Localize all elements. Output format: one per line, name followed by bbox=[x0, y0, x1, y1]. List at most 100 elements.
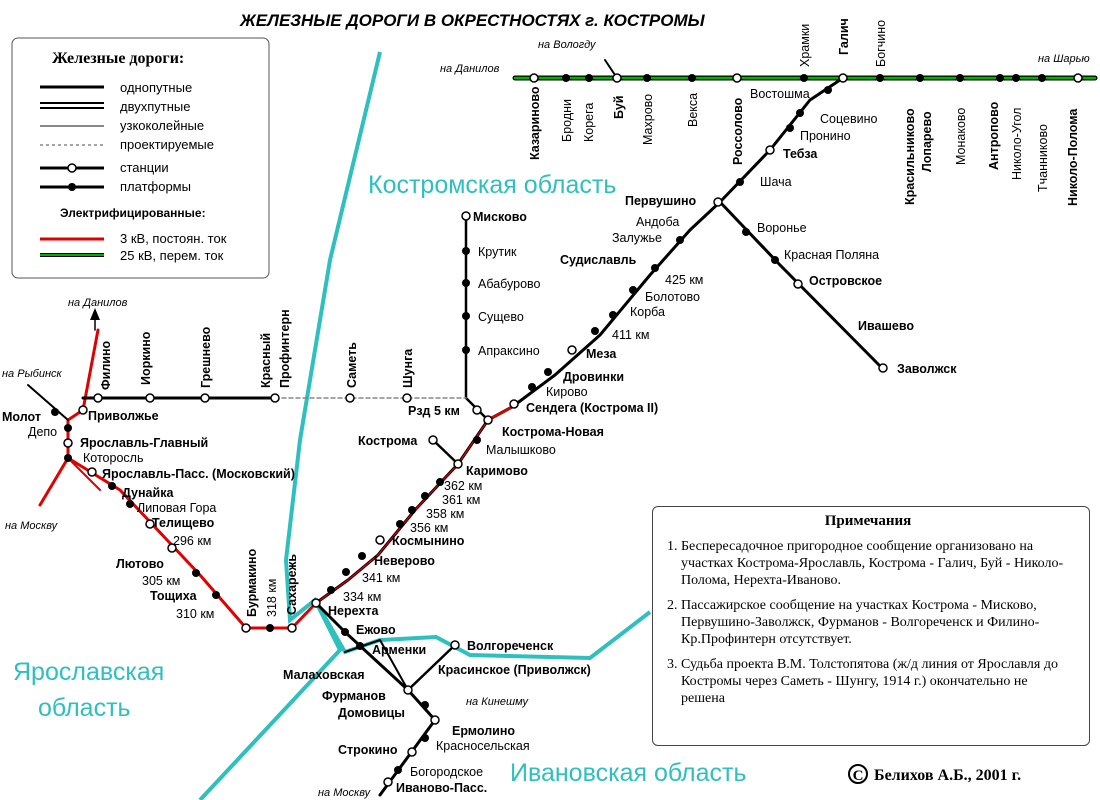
region-yaroslavl-2: область bbox=[38, 694, 131, 722]
legend-heading: Железные дороги: bbox=[52, 50, 184, 67]
station-sotsevino: Соцевино bbox=[820, 112, 877, 126]
station-zavolzhsk: Заволжск bbox=[897, 362, 957, 376]
station-krasnaya-polyana: Красная Поляна bbox=[784, 248, 879, 262]
station-monakovo: Монаково bbox=[954, 108, 968, 165]
station-volgorechensk: Волгореченск bbox=[467, 639, 554, 653]
station-341km: 341 км bbox=[362, 571, 400, 585]
station-kostroma: Кострома bbox=[358, 434, 418, 448]
legend-electrified-heading: Электрифицированные: bbox=[60, 206, 206, 220]
zavolzhsk-line-labels: Воронье Красная Поляна Островское Ивашев… bbox=[757, 221, 957, 376]
station-andoba: Андоба bbox=[636, 215, 679, 229]
station-ivashevo: Ивашево bbox=[858, 319, 914, 333]
station-310km: 310 км bbox=[176, 607, 214, 621]
station-miskovo: Мисково bbox=[473, 210, 527, 224]
note-item: Судьба проекта В.М. Толстопятова (ж/д ли… bbox=[681, 656, 1075, 707]
region-kostroma: Костромская область bbox=[368, 171, 616, 199]
station-356km: 356 км bbox=[410, 521, 448, 535]
north-station-labels: Казариново Бродни Корега Буй Махрово Век… bbox=[528, 18, 1080, 206]
legend: Железные дороги: однопутные двухпутные у… bbox=[11, 37, 270, 279]
legend-single-track: однопутные bbox=[120, 80, 192, 95]
region-yaroslavl-1: Ярославская bbox=[13, 658, 164, 686]
station-krasinskoe: Красинское (Приволжск) bbox=[438, 663, 591, 677]
station-tchannikovo: Тчанниково bbox=[1036, 124, 1050, 192]
station-markers bbox=[51, 73, 1083, 787]
station-ezhovo: Ежово bbox=[356, 623, 396, 637]
station-yaroslavl-pass: Ярославль-Пасс. (Московский) bbox=[102, 467, 295, 481]
station-molot: Молот bbox=[2, 410, 41, 424]
station-ermolino: Ермолино bbox=[452, 724, 515, 738]
station-nikolo-poloma: Николо-Полома bbox=[1066, 108, 1080, 206]
station-domovitsy: Домовицы bbox=[338, 706, 405, 720]
station-lyutovo: Лютово bbox=[116, 557, 164, 571]
region-ivanovo: Ивановская область bbox=[510, 759, 747, 787]
copyright-text: Белихов А.Б., 2001 г. bbox=[874, 767, 1022, 784]
station-antropovo: Антропово bbox=[987, 101, 1001, 170]
station-kirovo: Кирово bbox=[546, 385, 588, 399]
station-loparevo: Лопарево bbox=[920, 111, 934, 172]
legend-narrow-gauge: узкоколейные bbox=[120, 118, 204, 133]
station-425km: 425 км bbox=[665, 273, 703, 287]
station-drovinki: Дровинки bbox=[563, 370, 624, 384]
station-strokino: Строкино bbox=[338, 743, 398, 757]
station-ababurovo: Абабурово bbox=[478, 277, 541, 291]
note-item: Беспересадочное пригородное сообщение ор… bbox=[681, 538, 1075, 589]
station-filino: Филино bbox=[99, 340, 113, 390]
station-burmakino: Бурмакино bbox=[245, 548, 259, 617]
kostroma-labels: Кострома-Новая Малышково Кострома Каримо… bbox=[245, 425, 604, 618]
station-305km: 305 км bbox=[142, 574, 180, 588]
station-krasny: Красный bbox=[259, 333, 273, 388]
station-krutik: Крутик bbox=[478, 245, 517, 259]
station-profintern: Профинтерн bbox=[278, 309, 292, 388]
station-krasilnikovo: Красильниково bbox=[903, 108, 917, 205]
station-tebza: Тебза bbox=[783, 147, 818, 161]
station-bogorodskoe: Богородское bbox=[410, 765, 483, 779]
station-296km: 296 км bbox=[173, 534, 211, 548]
legend-platforms: платформы bbox=[120, 179, 191, 194]
station-meza: Меза bbox=[586, 347, 617, 361]
station-iorkino: Иоркино bbox=[139, 331, 153, 385]
station-pronino: Пронино bbox=[800, 129, 851, 143]
station-toshchikha: Тощиха bbox=[150, 589, 198, 603]
railway-lines bbox=[27, 59, 1098, 797]
map-title: ЖЕЛЕЗНЫЕ ДОРОГИ В ОКРЕСТНОСТЯХ г. КОСТРО… bbox=[239, 11, 706, 30]
station-yaroslavl-glavny: Ярославль-Главный bbox=[80, 436, 208, 450]
station-334km: 334 км bbox=[343, 590, 381, 604]
station-shacha: Шача bbox=[760, 175, 792, 189]
station-sakharezh: Сахарежь bbox=[285, 554, 299, 615]
station-rossolovo: Россолово bbox=[731, 97, 745, 165]
station-makhrovo: Махрово bbox=[641, 94, 655, 145]
station-nerekhta: Нерехта bbox=[328, 604, 379, 618]
station-korba: Корба bbox=[630, 305, 665, 319]
station-kostroma-novaya: Кострома-Новая bbox=[502, 425, 604, 439]
station-telishchevo: Телищево bbox=[152, 516, 215, 530]
station-bolotovo: Болотово bbox=[645, 290, 700, 304]
station-veksa: Векса bbox=[686, 93, 700, 127]
note-item: Пассажирское сообщение на участках Костр… bbox=[681, 597, 1075, 648]
station-362km: 362 км bbox=[444, 479, 482, 493]
direction-labels: на Данилов на Вологду на Шарью на Данило… bbox=[2, 39, 1090, 799]
station-apraksino: Апраксино bbox=[478, 344, 540, 358]
dir-moscow-west: на Москву bbox=[5, 520, 59, 532]
legend-dc: 3 кВ, постоян. ток bbox=[120, 231, 227, 246]
station-sushchevo: Сущево bbox=[478, 310, 524, 324]
yaroslavl-labels: Филино Иоркино Грешнево Красный Профинте… bbox=[2, 309, 415, 621]
notes-list: Беспересадочное пригородное сообщение ор… bbox=[661, 538, 1075, 707]
station-voronye: Воронье bbox=[757, 221, 807, 235]
legend-ac: 25 кВ, перем. ток bbox=[120, 248, 224, 263]
station-sameti: Саметь bbox=[345, 342, 359, 388]
dir-vologda: на Вологду bbox=[538, 39, 597, 51]
dir-rybinsk: на Рыбинск bbox=[2, 368, 63, 380]
station-kosmynino: Космынино bbox=[392, 534, 465, 548]
station-depo: Депо bbox=[28, 425, 57, 439]
station-dunayka: Дунайка bbox=[122, 486, 174, 500]
south-labels: Ежово Волгореченск Арменки Малаховская К… bbox=[283, 623, 591, 795]
station-nikolo-ugol: Николо-Угол bbox=[1010, 108, 1024, 180]
dir-moscow-south: на Москву bbox=[318, 787, 372, 799]
legend-stations: станции bbox=[120, 160, 169, 175]
station-armenki: Арменки bbox=[372, 643, 426, 657]
station-neverovo: Неверово bbox=[374, 554, 435, 568]
miskovo-line-labels: Мисково Крутик Абабурово Сущево Апраксин… bbox=[408, 210, 541, 418]
station-zaluzhye: Залужье bbox=[612, 231, 662, 245]
station-pervushino: Первушино bbox=[625, 194, 697, 208]
station-rzd-5km: Рзд 5 км bbox=[408, 404, 460, 418]
